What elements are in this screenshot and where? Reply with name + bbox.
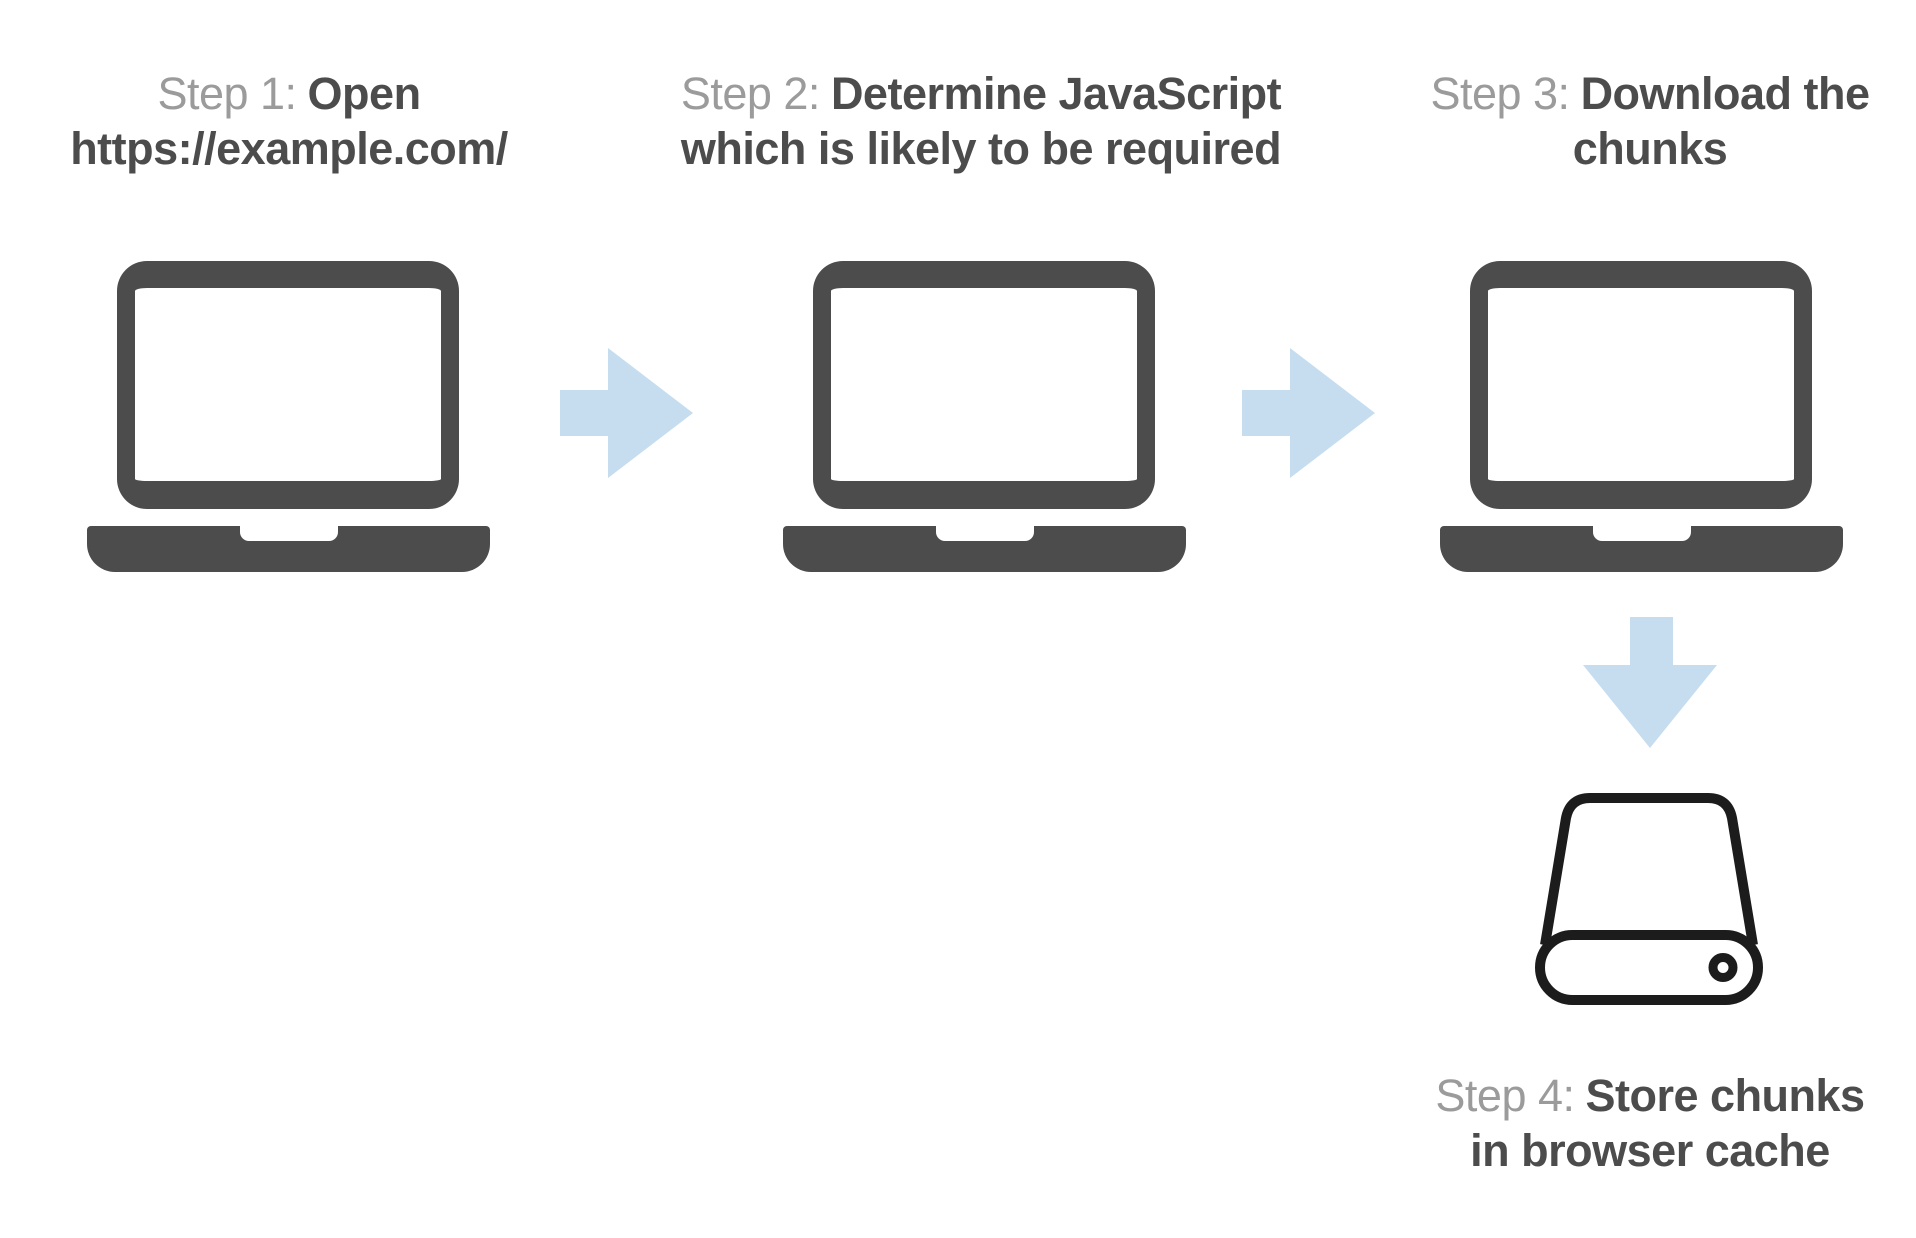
arrow-right-icon — [560, 348, 693, 478]
laptop-icon — [783, 261, 1186, 572]
arrow-down-shape — [1583, 617, 1717, 748]
step-3-title-line-2: chunks — [1572, 123, 1728, 174]
step-3-label: Step 3: — [1430, 68, 1570, 119]
laptop-notch — [1592, 526, 1691, 541]
step-2-caption: Step 2:Determine JavaScript which is lik… — [601, 66, 1361, 176]
arrow-down-icon — [1583, 617, 1717, 748]
step-3-caption: Step 3:Download the chunks — [1390, 66, 1910, 176]
step-1-title-line-2: https://example.com/ — [70, 123, 508, 174]
step-4-title: Store chunks — [1585, 1070, 1866, 1121]
step-3-title: Download the — [1580, 68, 1870, 119]
step-2-title-line-1: Step 2:Determine JavaScript — [601, 66, 1361, 121]
step-1-title-line-1: Step 1:Open — [39, 66, 539, 121]
arrow-right-icon — [1242, 348, 1375, 478]
step-4-caption: Step 4:Store chunks in browser cache — [1390, 1068, 1910, 1178]
laptop-icon — [87, 261, 490, 572]
step-2-title: Determine JavaScript — [830, 68, 1282, 119]
step-1-title: Open — [307, 68, 422, 119]
hard-drive-led — [1708, 953, 1738, 982]
laptop-screen — [117, 261, 459, 509]
step-2-label: Step 2: — [680, 68, 821, 119]
laptop-notch — [239, 526, 338, 541]
laptop-icon — [1440, 261, 1843, 572]
step-4-title-line-2: in browser cache — [1470, 1125, 1830, 1176]
hard-drive-body — [1540, 793, 1758, 946]
hard-drive-icon — [1535, 793, 1763, 1005]
step-4-label: Step 4: — [1435, 1070, 1575, 1121]
step-4-title-line-1: Step 4:Store chunks — [1390, 1068, 1910, 1123]
step-1-caption: Step 1:Open https://example.com/ — [39, 66, 539, 176]
laptop-notch — [935, 526, 1034, 541]
laptop-screen — [813, 261, 1155, 509]
step-2-title-line-2: which is likely to be required — [680, 123, 1282, 174]
arrow-right-shape — [1242, 348, 1375, 478]
laptop-screen — [1470, 261, 1812, 509]
step-3-title-line-1: Step 3:Download the — [1390, 66, 1910, 121]
step-1-label: Step 1: — [157, 68, 297, 119]
hard-drive-base — [1535, 930, 1763, 1005]
arrow-right-shape — [560, 348, 693, 478]
